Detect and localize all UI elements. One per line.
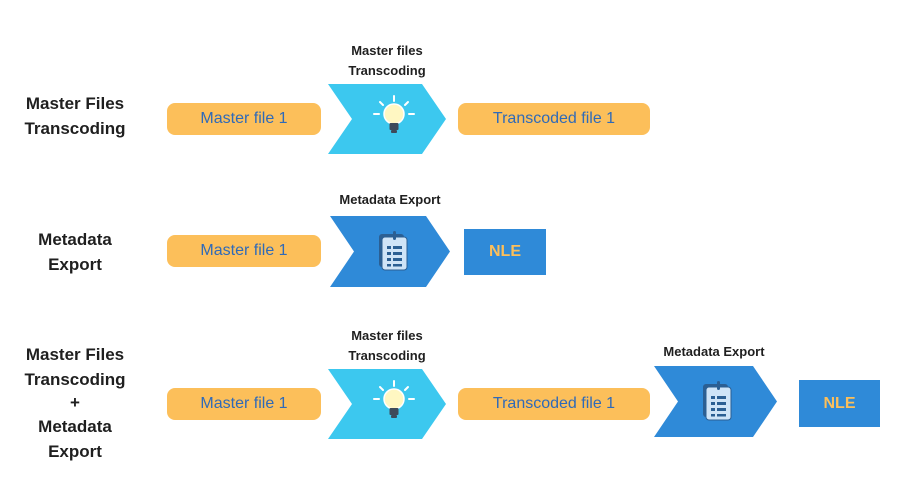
input-file-pill: Master file 1 — [167, 388, 321, 420]
document-icon — [379, 231, 408, 271]
input-file-pill: Master file 1 — [167, 235, 321, 267]
lightbulb-icon — [373, 95, 415, 133]
output-file-pill: Transcoded file 1 — [458, 103, 650, 135]
transcoding-step-title: Master files Transcoding — [348, 328, 426, 363]
metadata-export-chevron — [654, 366, 777, 437]
row-2-label: Metadata Export — [38, 230, 112, 274]
transcoding-step-title: Master files Transcoding — [348, 43, 426, 78]
intermediate-file-pill: Transcoded file 1 — [458, 388, 650, 420]
row-1-label: Master Files Transcoding — [24, 94, 126, 138]
metadata-export-step-title: Metadata Export — [663, 344, 765, 359]
transcoding-chevron — [328, 369, 446, 439]
row-3-label: Master Files Transcoding + Metadata Expo… — [24, 345, 126, 461]
transcoding-chevron — [328, 84, 446, 154]
metadata-export-step-title: Metadata Export — [339, 192, 441, 207]
input-file-pill: Master file 1 — [167, 103, 321, 135]
nle-box: NLE — [464, 229, 546, 275]
document-icon — [703, 381, 732, 421]
lightbulb-icon — [373, 380, 415, 418]
metadata-export-chevron — [330, 216, 450, 287]
nle-box: NLE — [799, 380, 880, 427]
